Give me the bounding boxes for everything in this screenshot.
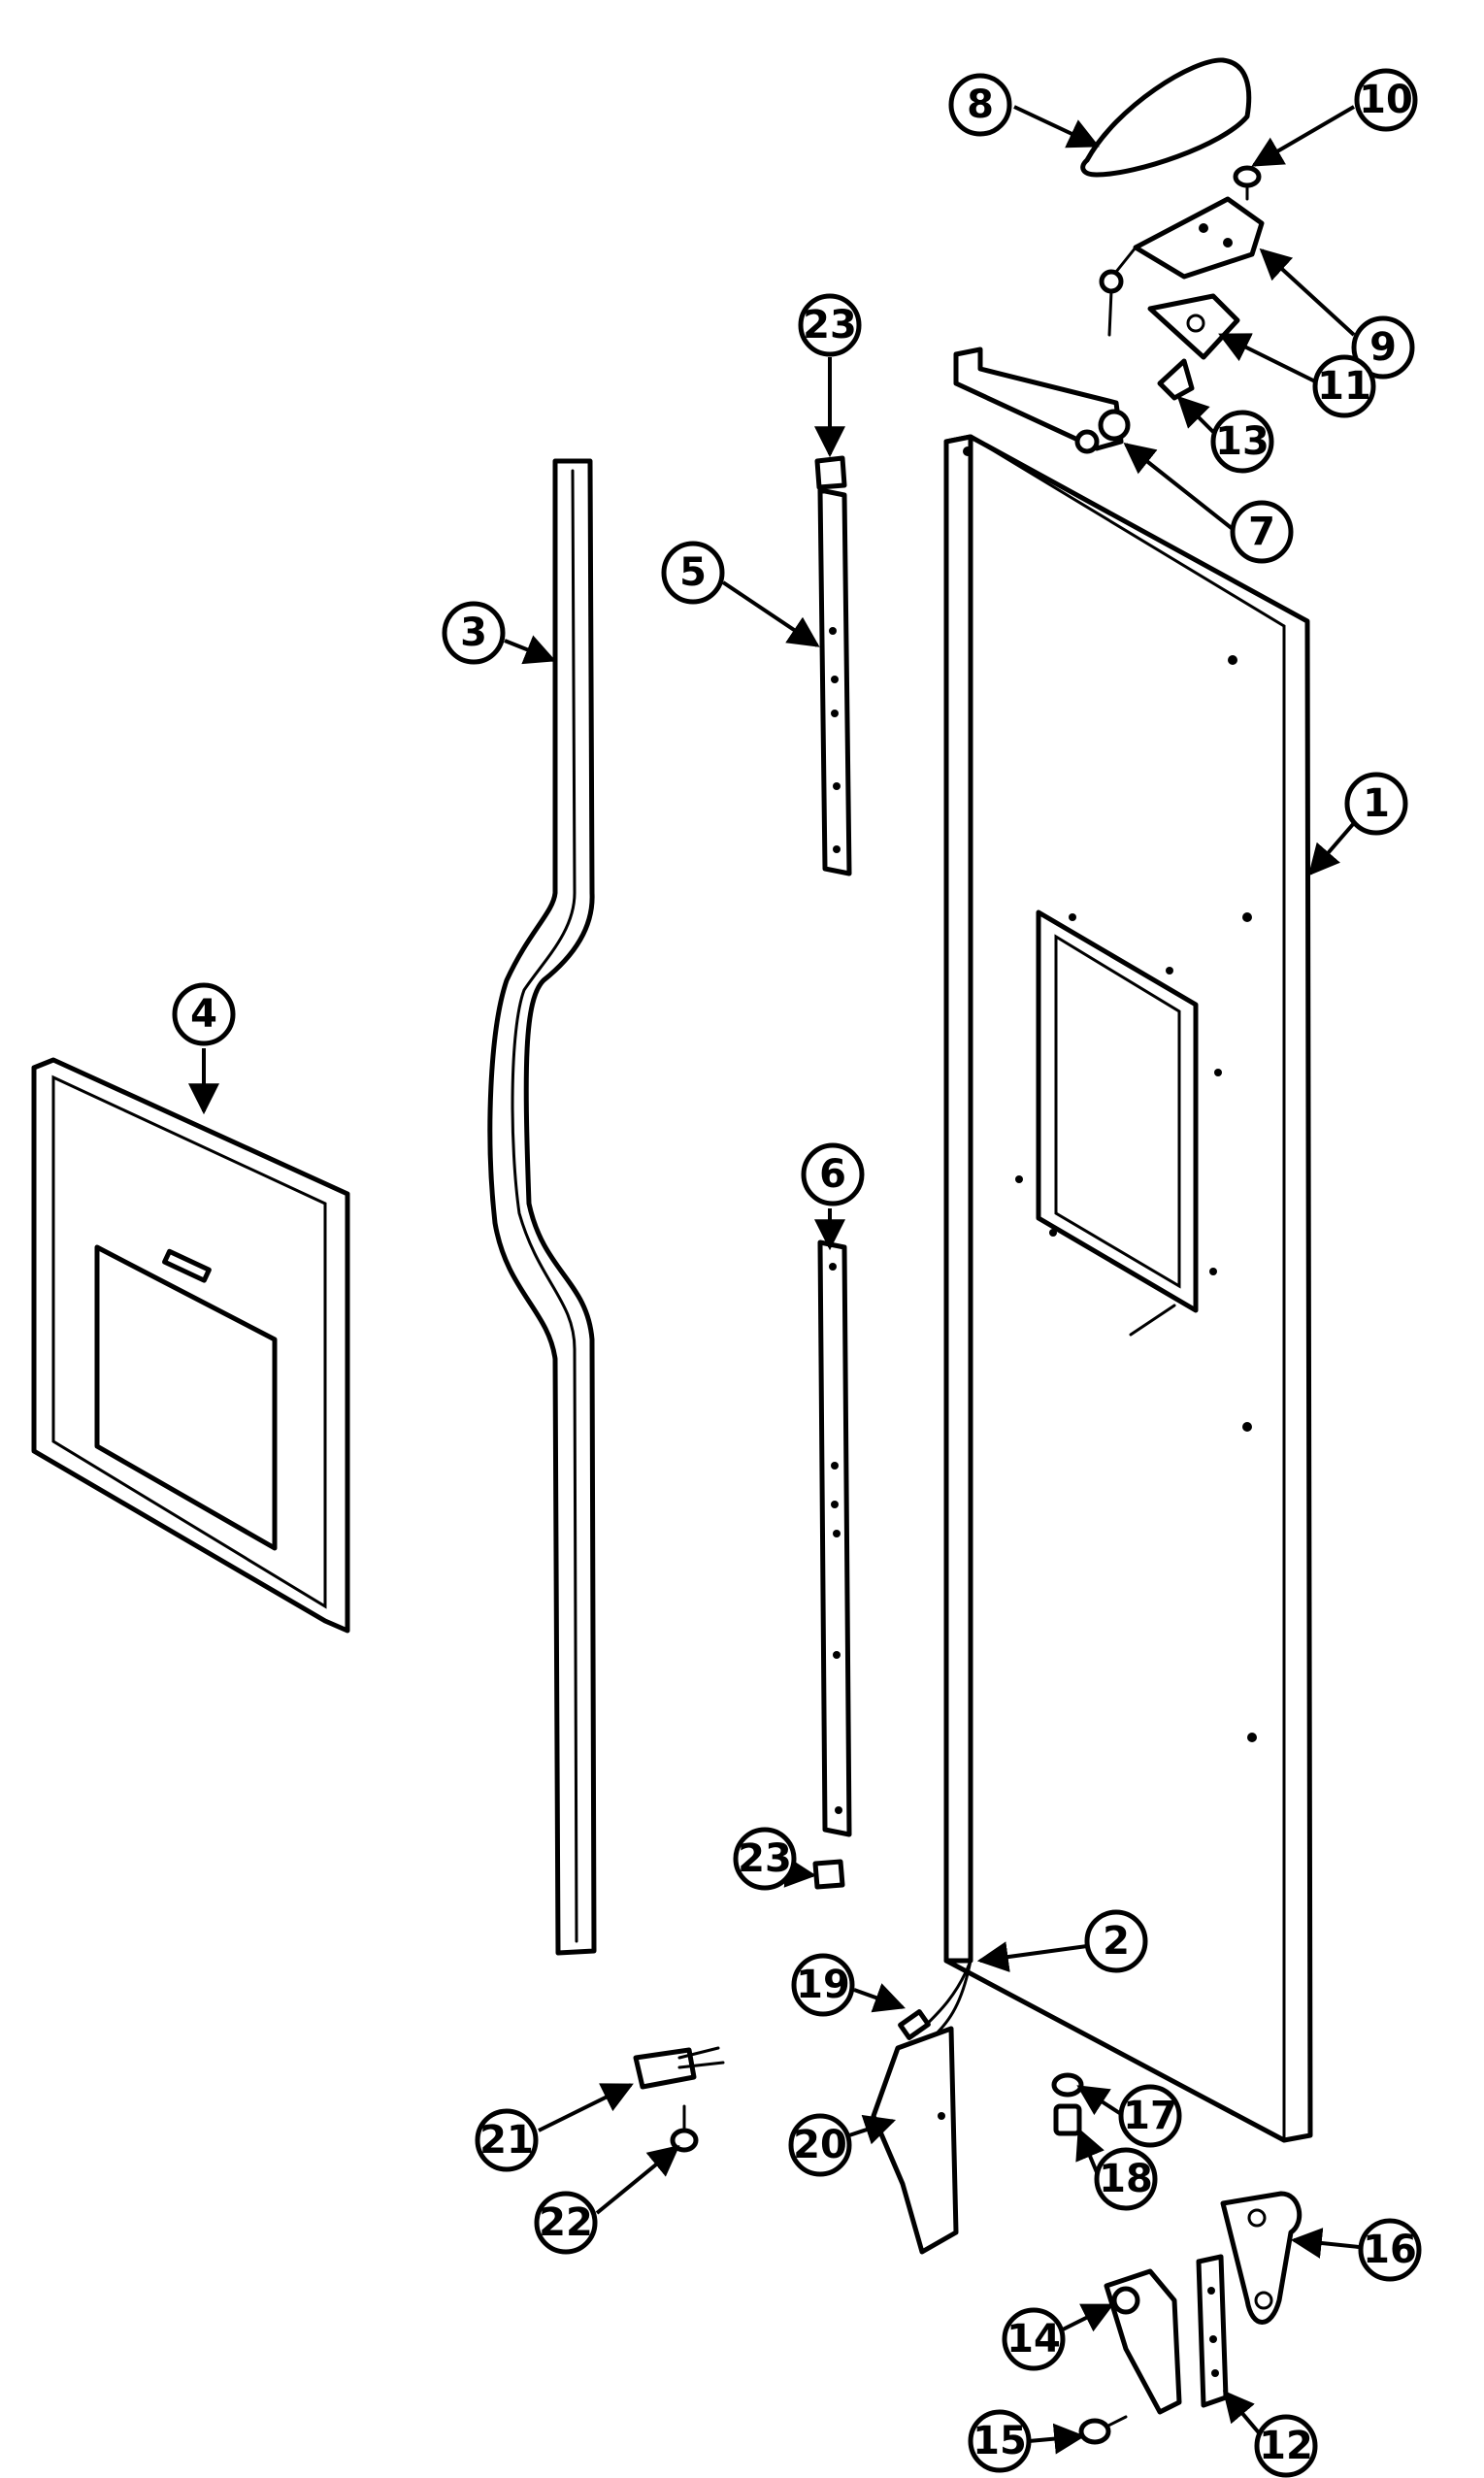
- leader-20: [848, 2114, 897, 2145]
- callout-5-label: 5: [679, 550, 707, 595]
- callout-10-label: 10: [1359, 78, 1413, 122]
- callout-13-label: 13: [1215, 419, 1270, 464]
- callout-14: 14: [1002, 2307, 1066, 2371]
- leader-13: [1176, 395, 1215, 434]
- callout-23-upper: 23: [798, 293, 862, 357]
- callout-23-upper-label: 23: [803, 303, 857, 347]
- leader-15: [1028, 2423, 1086, 2455]
- callout-7: 7: [1230, 500, 1294, 564]
- bottom-hinge-part: [1104, 2268, 1182, 2415]
- callout-6: 6: [801, 1142, 865, 1206]
- washer-part: [1051, 2072, 1084, 2098]
- callout-20: 20: [788, 2113, 852, 2177]
- callout-9: 9: [1351, 315, 1415, 380]
- leader-23b: [783, 1856, 817, 1888]
- callout-1: 1: [1344, 772, 1408, 836]
- callout-3: 3: [442, 601, 506, 665]
- callout-1-label: 1: [1363, 781, 1390, 826]
- leader-11: [1218, 333, 1316, 383]
- callout-16-label: 16: [1363, 2228, 1417, 2272]
- leader-lines: [188, 105, 1360, 2455]
- callout-20-label: 20: [793, 2123, 847, 2167]
- gasket-part: [487, 458, 597, 1956]
- callout-23-lower-label: 23: [738, 1836, 792, 1881]
- callout-18: 18: [1094, 2147, 1158, 2211]
- callout-2: 2: [1084, 1909, 1148, 1973]
- callout-2-label: 2: [1103, 1919, 1130, 1964]
- leader-21: [538, 2083, 634, 2132]
- hinge-arm-part: [953, 347, 1131, 454]
- bracket-screw-part: [670, 2104, 699, 2153]
- hinge-bracket-part: [1220, 2191, 1303, 2325]
- hinge-clip-part: [1157, 358, 1195, 401]
- hinge-screw-part: [1233, 165, 1262, 201]
- callout-17: 17: [1118, 2084, 1182, 2148]
- leader-10: [1251, 105, 1356, 167]
- callout-15: 15: [968, 2409, 1032, 2473]
- door-panel-part: [943, 434, 1313, 2143]
- leader-5: [721, 580, 820, 647]
- callout-9-label: 9: [1369, 325, 1397, 370]
- callout-7-label: 7: [1248, 510, 1275, 554]
- bushing-part: [1053, 2103, 1082, 2136]
- callout-11: 11: [1312, 354, 1376, 418]
- leader-1: [1307, 821, 1356, 876]
- callout-22: 22: [534, 2191, 598, 2255]
- callout-4: 4: [172, 982, 236, 1046]
- leader-18: [1075, 2128, 1105, 2173]
- hinge-screw-lower-part: [1078, 2415, 1128, 2445]
- callout-23-lower: 23: [733, 1827, 797, 1891]
- callout-3-label: 3: [460, 611, 487, 655]
- leader-2: [976, 1941, 1088, 1972]
- callout-10: 10: [1354, 68, 1418, 132]
- leader-3: [504, 635, 556, 665]
- callout-11-label: 11: [1317, 364, 1371, 409]
- callout-18-label: 18: [1099, 2157, 1153, 2201]
- callout-6-label: 6: [819, 1152, 846, 1197]
- mounting-bracket-part: [633, 2046, 725, 2090]
- leader-17: [1076, 2085, 1123, 2116]
- leader-8: [1013, 105, 1100, 149]
- callout-19-label: 19: [796, 1963, 850, 2007]
- callout-21-label: 21: [479, 2118, 534, 2163]
- leader-12: [1222, 2390, 1264, 2438]
- hinge-plate-part: [1196, 2254, 1229, 2408]
- leader-9: [1259, 248, 1356, 337]
- callouts: 1 2 3 4 5 6 7 8 9 10 11 12 13 14 15 16 1…: [172, 68, 1422, 2478]
- callout-14-label: 14: [1006, 2317, 1061, 2362]
- callout-16: 16: [1358, 2218, 1422, 2282]
- wire-harness-part: [898, 1959, 973, 2040]
- end-cap-upper-part: [814, 455, 847, 490]
- lower-trim-strip-part: [817, 1239, 852, 1837]
- callout-15-label: 15: [973, 2419, 1027, 2463]
- callout-8: 8: [948, 73, 1012, 137]
- callout-5: 5: [661, 541, 725, 605]
- callout-12: 12: [1254, 2414, 1318, 2478]
- lower-hinge-cover-part: [871, 2026, 959, 2255]
- top-hinge-part: [1099, 196, 1265, 337]
- leader-14: [1062, 2303, 1114, 2332]
- callout-21: 21: [475, 2108, 539, 2172]
- leader-7: [1123, 443, 1235, 531]
- callout-13: 13: [1210, 410, 1274, 474]
- leader-22: [595, 2144, 680, 2215]
- callout-4-label: 4: [190, 992, 217, 1037]
- callout-19: 19: [791, 1953, 855, 2017]
- callout-12-label: 12: [1259, 2424, 1313, 2468]
- callout-8-label: 8: [967, 83, 994, 127]
- hinge-cover-part: [1080, 57, 1252, 178]
- upper-trim-strip-part: [817, 487, 852, 876]
- callout-17-label: 17: [1123, 2094, 1177, 2138]
- hinge-shim-part: [1147, 293, 1240, 360]
- callout-22-label: 22: [539, 2200, 593, 2245]
- dispenser-trim-part: [31, 1057, 350, 1634]
- leader-19: [853, 1983, 907, 2013]
- leader-16: [1290, 2228, 1360, 2259]
- end-cap-lower-part: [812, 1859, 845, 1890]
